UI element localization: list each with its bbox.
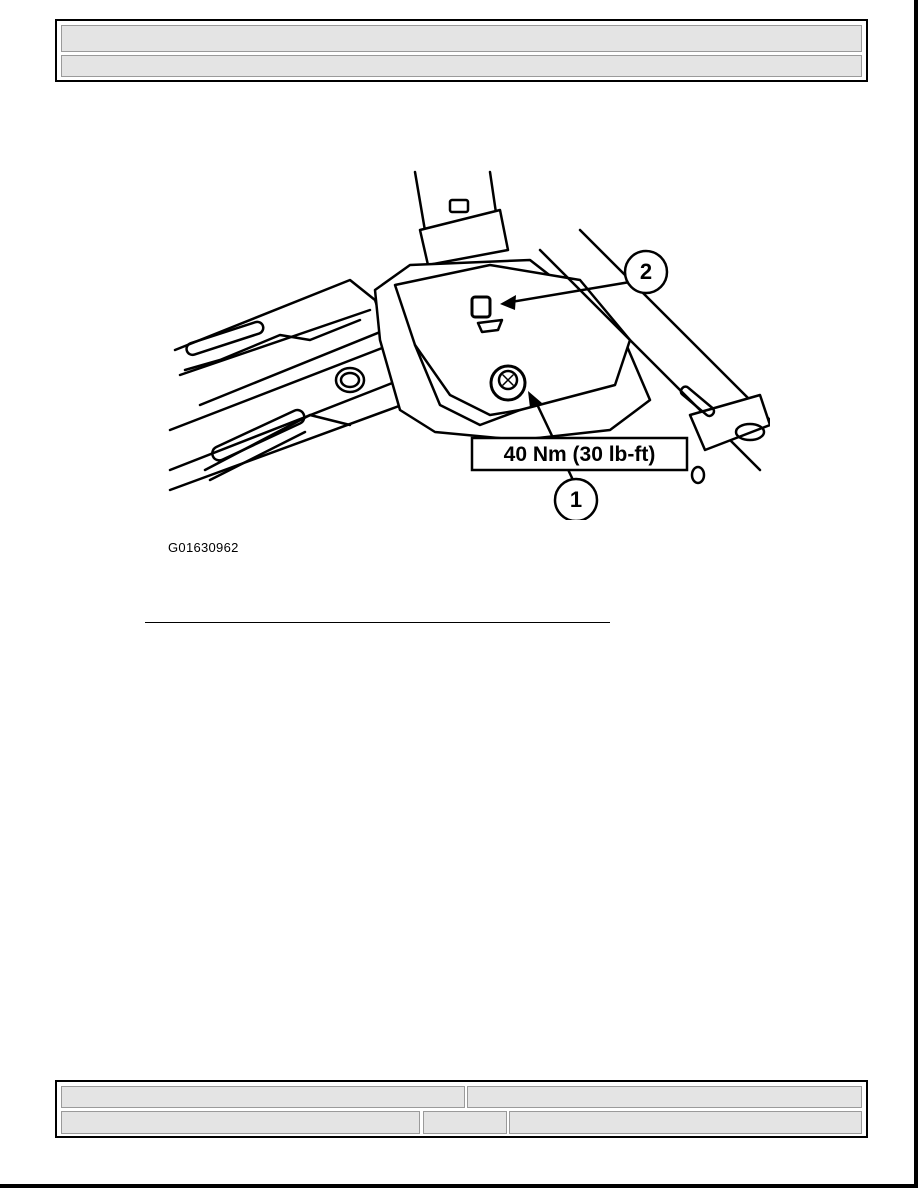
header-row-1 bbox=[61, 25, 862, 52]
footer-row1-left bbox=[61, 1086, 465, 1108]
header-row-2 bbox=[61, 55, 862, 77]
callout-2: 2 bbox=[639, 259, 653, 284]
footer-row2-right bbox=[509, 1111, 862, 1134]
section-divider bbox=[145, 622, 610, 623]
page-footer bbox=[55, 1080, 868, 1138]
torque-label: 40 Nm (30 lb-ft) bbox=[503, 443, 656, 466]
figure-id: G01630962 bbox=[168, 540, 239, 555]
page-header bbox=[55, 19, 868, 82]
callout-1: 1 bbox=[569, 487, 583, 512]
illustration-svg bbox=[168, 170, 772, 523]
footer-row1-right bbox=[467, 1086, 862, 1108]
seat-belt-anchor-illustration: 40 Nm (30 lb-ft) 2 1 bbox=[160, 170, 772, 523]
footer-row2-left bbox=[61, 1111, 420, 1134]
footer-row2-mid bbox=[423, 1111, 507, 1134]
